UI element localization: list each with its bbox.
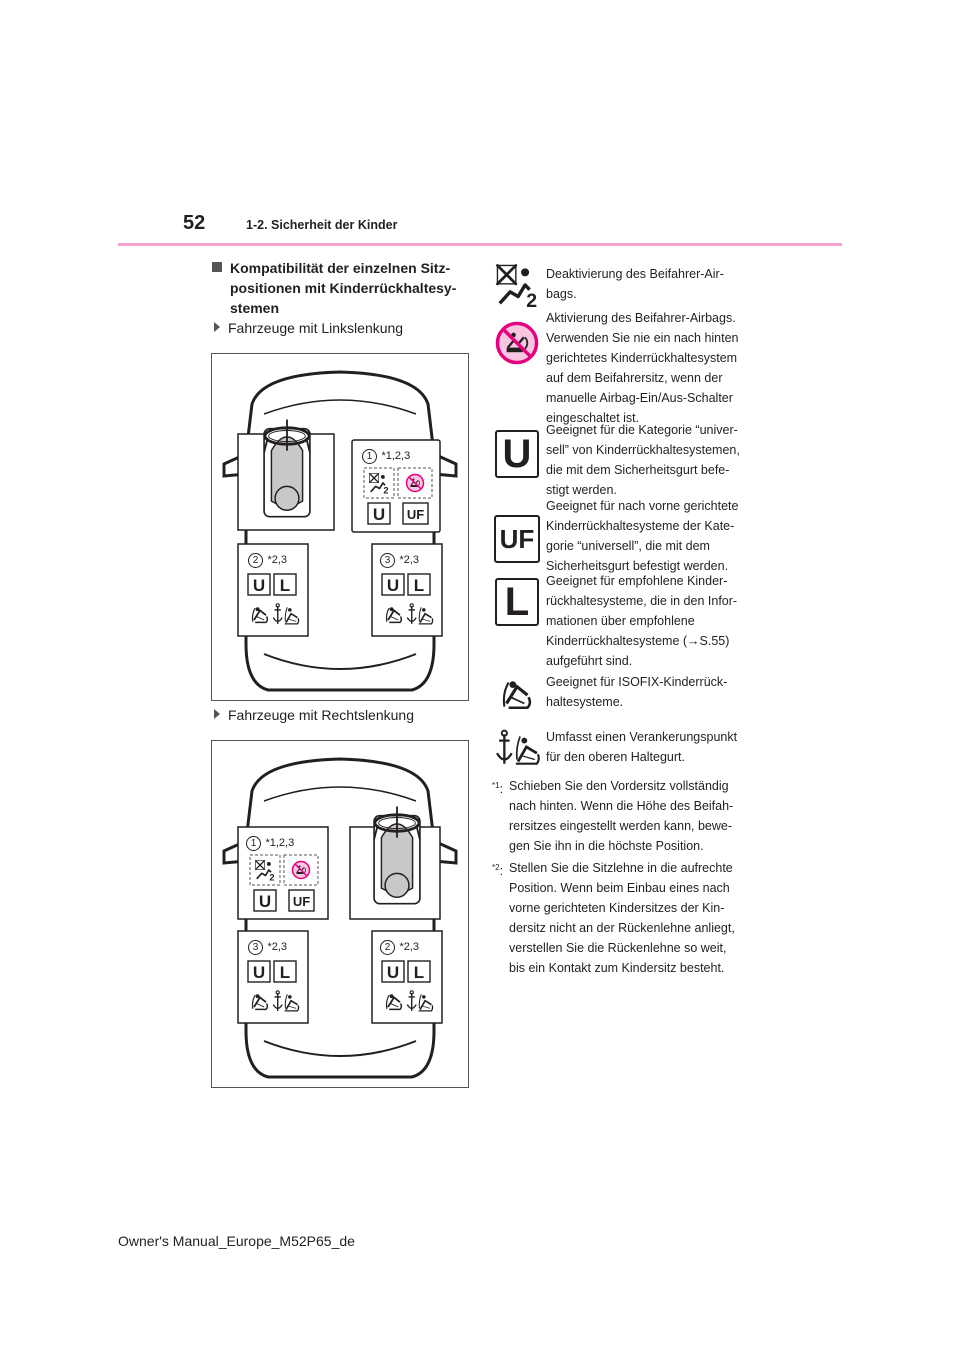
- triangle-bullet-icon: [214, 709, 220, 719]
- rhd-seat-3: 3 *2,3: [248, 937, 287, 955]
- seat-number: 3: [248, 940, 263, 955]
- note-mark: *2: [492, 863, 500, 872]
- airbag-on-prohibited-icon: [495, 321, 539, 365]
- svg-text:U: U: [387, 963, 399, 982]
- svg-text:L: L: [414, 963, 424, 982]
- seat-notes: *2,3: [267, 554, 288, 566]
- section-title: Kompatibilität der einzelnen Sitz- posit…: [212, 258, 472, 318]
- seat-notes: *1,2,3: [265, 837, 295, 849]
- rhd-seat-1-icons: U UF: [249, 854, 319, 912]
- lhd-seat-3: 3 *2,3: [380, 550, 419, 568]
- lhd-label: Fahrzeuge mit Linkslenkung: [214, 320, 403, 336]
- note-1: *1: Schieben Sie den Vordersitz vollstän…: [492, 779, 734, 853]
- lhd-seat-2: 2 *2,3: [248, 550, 287, 568]
- seat-number: 3: [380, 553, 395, 568]
- svg-text:U: U: [387, 576, 399, 595]
- legend-airbag-off: Deaktivierung des Beifahrer-Air-bags.: [546, 267, 724, 301]
- triangle-bullet-icon: [214, 322, 220, 332]
- lhd-seat-2-icons: U L: [247, 573, 300, 625]
- rhd-seat-3-icons: U L: [247, 960, 300, 1012]
- svg-text:U: U: [373, 505, 385, 524]
- seat-notes: *2,3: [399, 941, 420, 953]
- universal-forward-uf-icon: UF: [494, 515, 540, 563]
- svg-text:U: U: [253, 963, 265, 982]
- seat-number: 1: [362, 449, 377, 464]
- seat-number: 1: [246, 836, 261, 851]
- seat-notes: *1,2,3: [381, 450, 411, 462]
- rhd-seat-1: 1 *1,2,3: [246, 833, 294, 851]
- rhd-seat-2: 2 *2,3: [380, 937, 419, 955]
- lhd-seat-1: 1 *1,2,3: [362, 446, 410, 464]
- listed-l-icon: L: [495, 578, 539, 626]
- svg-text:L: L: [280, 963, 290, 982]
- svg-text:UF: UF: [407, 507, 424, 522]
- legend-universal: Geeignet für die Kategorie “univer-sell”…: [546, 423, 740, 497]
- lhd-seat-diagram: 1 *1,2,3 U UF 2 *2,3 U L 3 *2,3 U L: [211, 353, 469, 701]
- section-title-line-2: positionen mit Kinderrückhaltesy-: [230, 280, 457, 296]
- header-divider: [118, 243, 842, 246]
- rhd-seat-2-icons: U L: [381, 960, 434, 1012]
- svg-text:U: U: [253, 576, 265, 595]
- square-bullet-icon: [212, 262, 222, 272]
- legend-airbag-on: Aktivierung des Beifahrer-Airbags.Verwen…: [546, 311, 739, 425]
- svg-text:U: U: [259, 892, 271, 911]
- top-tether-anchor-icon: [495, 729, 541, 766]
- seat-notes: *2,3: [267, 941, 288, 953]
- svg-text:L: L: [414, 576, 424, 595]
- section-header: 1-2. Sicherheit der Kinder: [246, 218, 398, 232]
- rhd-label: Fahrzeuge mit Rechtslenkung: [214, 707, 414, 723]
- seat-number: 2: [248, 553, 263, 568]
- universal-u-icon: U: [495, 430, 539, 478]
- note-2: *2: Stellen Sie die Sitzlehne in die auf…: [492, 861, 735, 975]
- legend-isofix: Geeignet für ISOFIX-Kinderrück-haltesyst…: [546, 675, 728, 709]
- footer-doc-id: Owner's Manual_Europe_M52P65_de: [118, 1233, 355, 1249]
- note-mark: *1: [492, 781, 500, 790]
- lhd-seat-3-icons: U L: [381, 573, 434, 625]
- svg-text:L: L: [280, 576, 290, 595]
- section-title-line-1: Kompatibilität der einzelnen Sitz-: [230, 260, 451, 276]
- svg-text:UF: UF: [293, 894, 310, 909]
- section-title-line-3: stemen: [230, 300, 280, 316]
- legend-listed: Geeignet für empfohlene Kinder-rückhalte…: [546, 574, 738, 668]
- isofix-icon: [502, 679, 532, 710]
- seat-notes: *2,3: [399, 554, 420, 566]
- page-number: 52: [183, 212, 206, 234]
- airbag-off-icon: [495, 263, 539, 308]
- seat-number: 2: [380, 940, 395, 955]
- rhd-seat-diagram: 1 *1,2,3 U UF 3 *2,3 U L 2 *2,3 U L: [211, 740, 469, 1088]
- lhd-seat-1-icons: U UF: [363, 467, 433, 525]
